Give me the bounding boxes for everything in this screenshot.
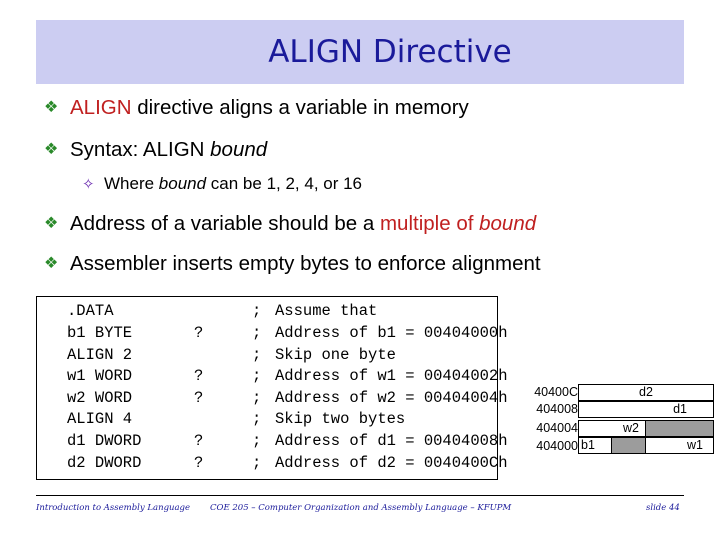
diamond-bullet-icon: ❖ — [44, 99, 59, 116]
title-bar: ALIGN Directive — [36, 20, 684, 84]
footer-slide-number: slide 44 — [646, 503, 680, 513]
slide-title: ALIGN Directive — [268, 34, 512, 70]
memory-cell-w1: w1 — [645, 437, 714, 454]
bullet-address: ❖ Address of a variable should be a multi… — [44, 212, 536, 236]
star-bullet-icon: ✧ — [82, 176, 95, 193]
bullet-assembler: ❖ Assembler inserts empty bytes to enforc… — [44, 252, 541, 276]
bullet-align: ❖ ALIGN directive aligns a variable in me… — [44, 96, 469, 120]
bullet-text: directive aligns a variable in memory — [131, 96, 469, 119]
diamond-bullet-icon: ❖ — [44, 141, 59, 158]
bullet-text: Address of a variable should be a — [70, 212, 380, 235]
bullet-text: Assembler inserts empty bytes to enforce… — [70, 252, 541, 275]
memory-address: 404008 — [536, 402, 578, 416]
diamond-bullet-icon: ❖ — [44, 255, 59, 272]
sub-bullet-bound: ✧ Where bound can be 1, 2, 4, or 16 — [82, 174, 362, 194]
memory-address: 404004 — [536, 421, 578, 435]
bullet-syntax: ❖ Syntax: ALIGN bound — [44, 138, 267, 162]
bullet-text: Syntax: ALIGN — [70, 138, 211, 161]
sub-text: Where — [104, 174, 159, 193]
memory-cell-d2: d2 — [578, 384, 714, 401]
bullet-highlight-emphasis: bound — [479, 212, 537, 235]
footer-divider — [36, 495, 684, 496]
memory-cell-padding — [645, 420, 714, 437]
bullet-keyword: ALIGN — [70, 96, 132, 119]
memory-cell-w2: w2 — [578, 420, 646, 437]
footer-course: Introduction to Assembly Language — [36, 503, 191, 513]
memory-cell-padding — [611, 437, 646, 454]
footer-title: COE 205 – Computer Organization and Asse… — [210, 503, 512, 513]
diamond-bullet-icon: ❖ — [44, 215, 59, 232]
memory-address: 40400C — [534, 385, 578, 399]
sub-emphasis: bound — [158, 174, 207, 193]
memory-address: 404000 — [536, 439, 578, 453]
memory-cell-b1: b1 — [578, 437, 612, 454]
bullet-highlight: multiple of — [379, 212, 480, 235]
memory-cell-d1: d1 — [578, 401, 714, 418]
sub-text: can be 1, 2, 4, or 16 — [206, 174, 363, 193]
bullet-emphasis: bound — [210, 138, 268, 161]
code-box: .DATA;Assume that b1 BYTE?;Address of b1… — [36, 296, 508, 480]
